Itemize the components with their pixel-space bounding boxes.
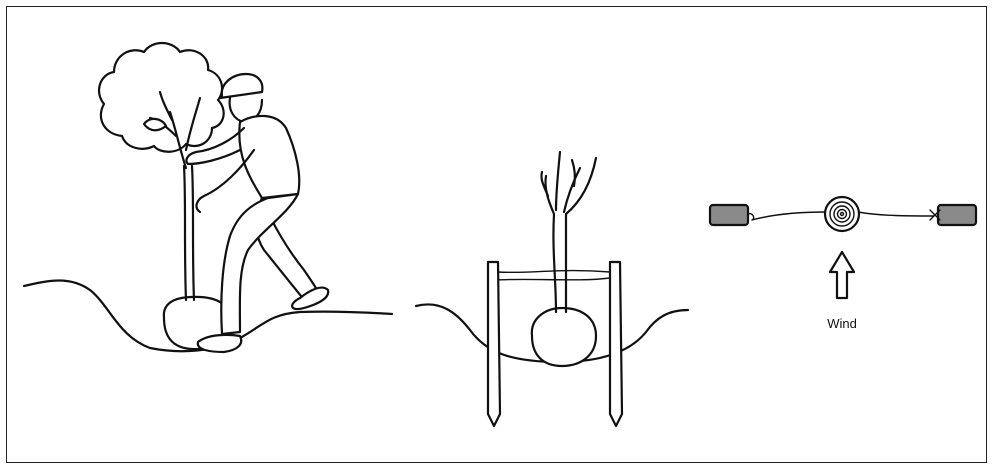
wind-arrow-icon xyxy=(830,252,854,298)
planting-scene xyxy=(24,43,392,352)
guying-top-view: Wind xyxy=(710,197,976,331)
staked-branches xyxy=(541,152,596,214)
tree-leaf xyxy=(144,119,166,130)
guy-line-left xyxy=(748,212,826,220)
stake-right xyxy=(610,262,622,426)
anchor-weight-left xyxy=(710,205,748,225)
person-boot-front xyxy=(198,335,241,352)
staking-scene xyxy=(416,152,688,426)
staked-root-ball xyxy=(532,308,596,366)
anchor-weight-right xyxy=(938,205,976,225)
staked-trunk xyxy=(553,214,566,312)
person-cap xyxy=(220,74,262,98)
guy-line-right xyxy=(858,210,940,220)
tree-trunk xyxy=(184,166,186,300)
wind-label: Wind xyxy=(827,316,857,331)
tree-trunk-edge xyxy=(192,166,194,300)
stake-left xyxy=(488,262,500,426)
